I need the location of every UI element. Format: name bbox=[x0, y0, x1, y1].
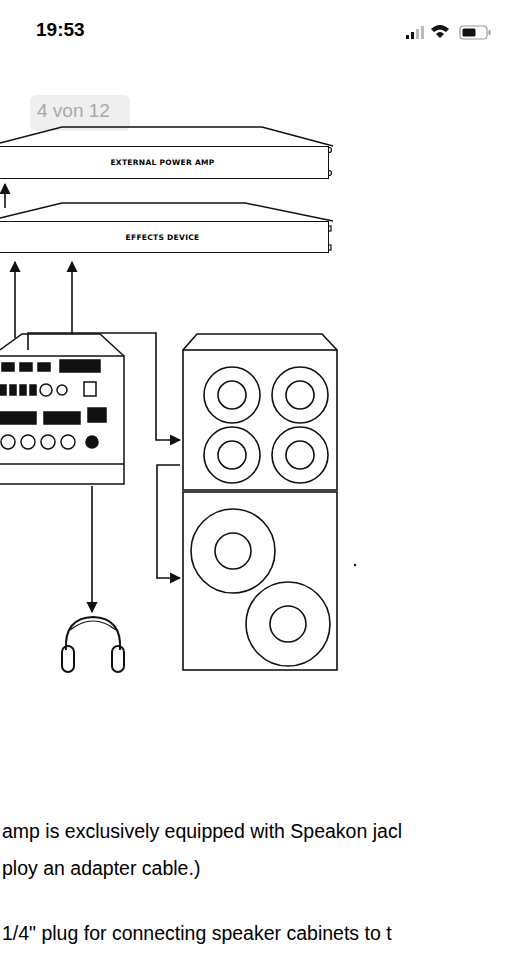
speaker-cabinets bbox=[183, 334, 337, 670]
drawing-part bbox=[71, 262, 73, 334]
drawing-part bbox=[436, 32, 444, 38]
drawing-part bbox=[70, 621, 116, 630]
drawing-part bbox=[204, 367, 260, 423]
drawing-part bbox=[421, 26, 424, 39]
drawing-part bbox=[10, 385, 16, 395]
drawing-part bbox=[4, 184, 6, 208]
rack-top bbox=[0, 127, 333, 146]
drawing-part bbox=[411, 32, 414, 39]
drawing-part bbox=[272, 427, 328, 483]
drawing-part bbox=[0, 385, 6, 395]
device-label: EXTERNAL POWER AMP bbox=[110, 158, 214, 167]
drawing-part bbox=[20, 363, 32, 371]
drawing-part bbox=[38, 363, 50, 371]
drawing-part bbox=[61, 435, 75, 449]
drawing-part bbox=[62, 646, 74, 672]
body-text: amp is exclusively equipped with Speakon… bbox=[2, 820, 402, 843]
drawing-part bbox=[86, 436, 98, 448]
status-icons bbox=[406, 25, 491, 39]
device-label: EFFECTS DEVICE bbox=[126, 233, 200, 242]
drawing-part bbox=[218, 441, 246, 469]
drawing-part bbox=[489, 30, 491, 35]
drawing-part bbox=[286, 381, 314, 409]
drawing-part bbox=[183, 334, 337, 350]
drawing-part bbox=[406, 35, 409, 39]
drawing-part bbox=[416, 29, 419, 39]
drawing-part bbox=[112, 646, 124, 672]
amp-head bbox=[0, 334, 124, 484]
drawing-part bbox=[218, 381, 246, 409]
drawing-part bbox=[0, 385, 36, 395]
drawing-part bbox=[460, 26, 487, 39]
body-text: ploy an adapter cable.) bbox=[2, 857, 200, 880]
rack-unit: EFFECTS DEVICE bbox=[0, 221, 329, 253]
drawing-part bbox=[191, 509, 275, 593]
drawing-part bbox=[88, 408, 106, 422]
drawing-part bbox=[20, 385, 26, 395]
drawing-part bbox=[41, 435, 55, 449]
drawing-part bbox=[270, 606, 306, 642]
drawing-part bbox=[272, 367, 328, 423]
drawing-part bbox=[183, 492, 337, 670]
drawing-part bbox=[91, 486, 93, 612]
drawing-part bbox=[21, 435, 35, 449]
drawing-part bbox=[57, 385, 67, 395]
body-text: 1/4" plug for connecting speaker cabinet… bbox=[2, 922, 392, 945]
drawing-part bbox=[30, 385, 36, 395]
drawing-part bbox=[60, 360, 100, 372]
drawing-part bbox=[204, 427, 260, 483]
drawing-part bbox=[14, 262, 16, 338]
page-indicator: 4 von 12 bbox=[37, 100, 110, 122]
speck bbox=[354, 564, 356, 566]
drawing-part bbox=[0, 356, 124, 484]
headphones bbox=[62, 617, 124, 672]
drawing-part bbox=[286, 441, 314, 469]
clock: 19:53 bbox=[36, 19, 85, 41]
drawing-part bbox=[1, 435, 15, 449]
drawing-part bbox=[2, 363, 14, 371]
drawing-part bbox=[215, 533, 251, 569]
drawing-part bbox=[0, 334, 124, 356]
drawing-part bbox=[463, 29, 476, 37]
rack-unit: EXTERNAL POWER AMP bbox=[0, 146, 329, 179]
drawing-part bbox=[66, 617, 120, 650]
rack-top bbox=[0, 203, 333, 221]
drawing-part bbox=[40, 384, 52, 396]
drawing-part bbox=[0, 412, 36, 424]
drawing-part bbox=[183, 350, 337, 490]
drawing-part bbox=[246, 582, 330, 666]
drawing-part bbox=[157, 465, 180, 578]
drawing-part bbox=[84, 382, 96, 396]
drawing-part bbox=[0, 463, 124, 465]
page-pill bbox=[30, 95, 130, 131]
drawing-part bbox=[44, 412, 80, 424]
drawing-part bbox=[431, 25, 449, 32]
